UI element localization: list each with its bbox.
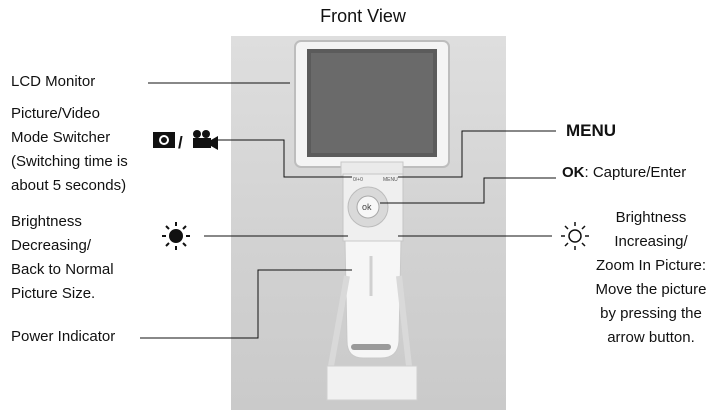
label-lcd-monitor: LCD Monitor xyxy=(11,73,96,90)
device-ok-button: ok xyxy=(362,202,372,212)
page-title: Front View xyxy=(320,6,406,26)
device-menu-text: MENU xyxy=(383,177,398,183)
label-brightness-increasing: Brightness Increasing/ Zoom In Picture: … xyxy=(595,209,707,346)
camera-icon xyxy=(153,132,175,148)
label-menu: MENU xyxy=(566,121,617,140)
label-brightness-decreasing: Brightness Decreasing/ Back to Normal Pi… xyxy=(11,213,114,302)
sun-outline-icon xyxy=(561,222,589,250)
sun-filled-icon xyxy=(162,222,190,250)
device-photo: 0/+0 MENU ok xyxy=(231,36,506,410)
icon-separator: / xyxy=(178,133,183,152)
device-illustration: 0/+0 MENU ok xyxy=(294,40,450,401)
label-ok-rest: : Capture/Enter xyxy=(584,164,687,181)
label-ok: OK: Capture/Enter xyxy=(562,161,686,185)
label-mode-switcher: Picture/Video Mode Switcher (Switching t… xyxy=(11,105,128,194)
device-mode-text: 0/+0 xyxy=(353,177,363,183)
label-ok-key: OK xyxy=(562,164,585,181)
label-power-indicator: Power Indicator xyxy=(11,328,116,345)
video-camera-icon xyxy=(193,130,218,150)
